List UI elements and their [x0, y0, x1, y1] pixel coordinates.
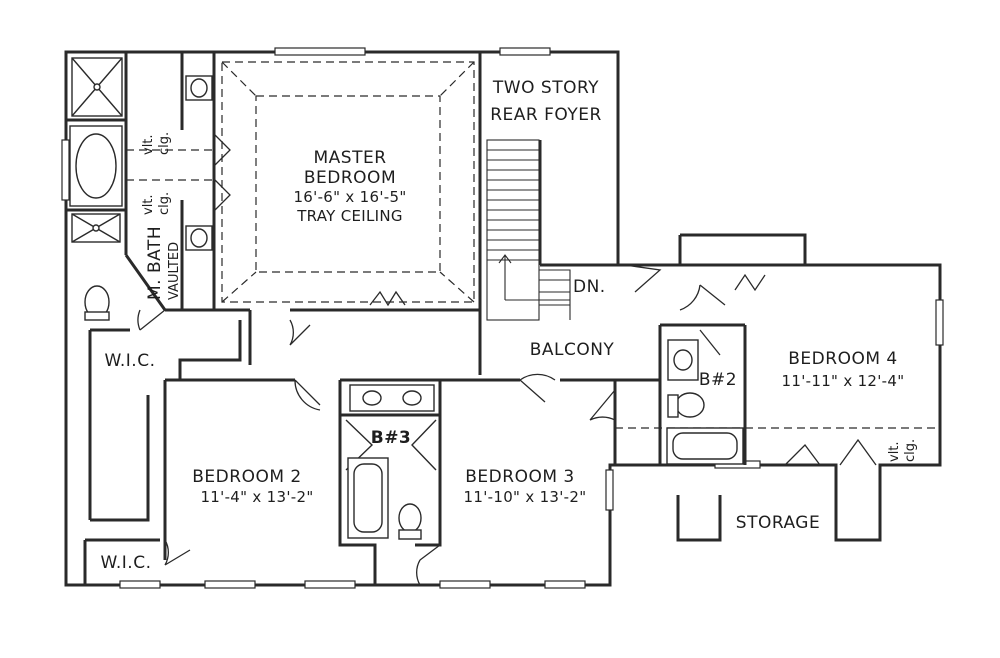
master-bath-fixtures: [69, 57, 213, 321]
master-bath-label: M. BATH: [145, 226, 165, 300]
master-bedroom-label: MASTER: [313, 148, 386, 168]
walk-in-closet-lower-label: W.I.C.: [101, 553, 152, 573]
balcony-label: BALCONY: [530, 340, 615, 360]
interior-walls: [66, 52, 747, 585]
bedroom-3-label: BEDROOM 3: [465, 467, 574, 487]
bedroom-4-label: BEDROOM 4: [788, 349, 897, 369]
rear-foyer-label: TWO STORY: [492, 78, 599, 98]
windows: [61, 47, 944, 589]
labels: MASTER BEDROOM 16'-6" x 16'-5" TRAY CEIL…: [101, 78, 918, 573]
master-bedroom-label-2: BEDROOM: [304, 168, 396, 188]
master-bedroom-ceiling-note: TRAY CEILING: [296, 207, 403, 225]
bedroom-4-dimensions: 11'-11" x 12'-4": [782, 372, 905, 390]
staircase: [486, 139, 571, 321]
bedroom-3-dimensions: 11'-10" x 13'-2": [464, 488, 587, 506]
bedroom-2-label: BEDROOM 2: [192, 467, 301, 487]
master-bedroom-dimensions: 16'-6" x 16'-5": [293, 188, 406, 206]
storage-label: STORAGE: [736, 513, 820, 533]
bedroom-2-dimensions: 11'-4" x 13'-2": [200, 488, 313, 506]
walk-in-closet-upper-label: W.I.C.: [105, 351, 156, 371]
rear-foyer-label-2: REAR FOYER: [490, 105, 602, 125]
bath-2-fixtures: [666, 339, 744, 465]
master-bath-vaulted-label: VAULTED: [167, 242, 182, 300]
vaulted-ceiling-note-2-b: clg.: [157, 192, 172, 215]
bath-2-label: B#2: [699, 370, 737, 390]
stairs-down-label: DN.: [573, 277, 606, 297]
vaulted-ceiling-note-1-b: clg.: [157, 132, 172, 155]
vaulted-ceiling-note-3: vlt.: [887, 441, 902, 462]
bath-3-fixtures: [345, 384, 437, 540]
doors: [137, 134, 877, 586]
bath-3-label: B#3: [371, 428, 412, 448]
vaulted-ceiling-note-3-b: clg.: [903, 439, 918, 462]
vaulted-ceiling-note-1: vlt.: [141, 134, 156, 155]
vaulted-ceiling-note-2: vlt.: [141, 194, 156, 215]
